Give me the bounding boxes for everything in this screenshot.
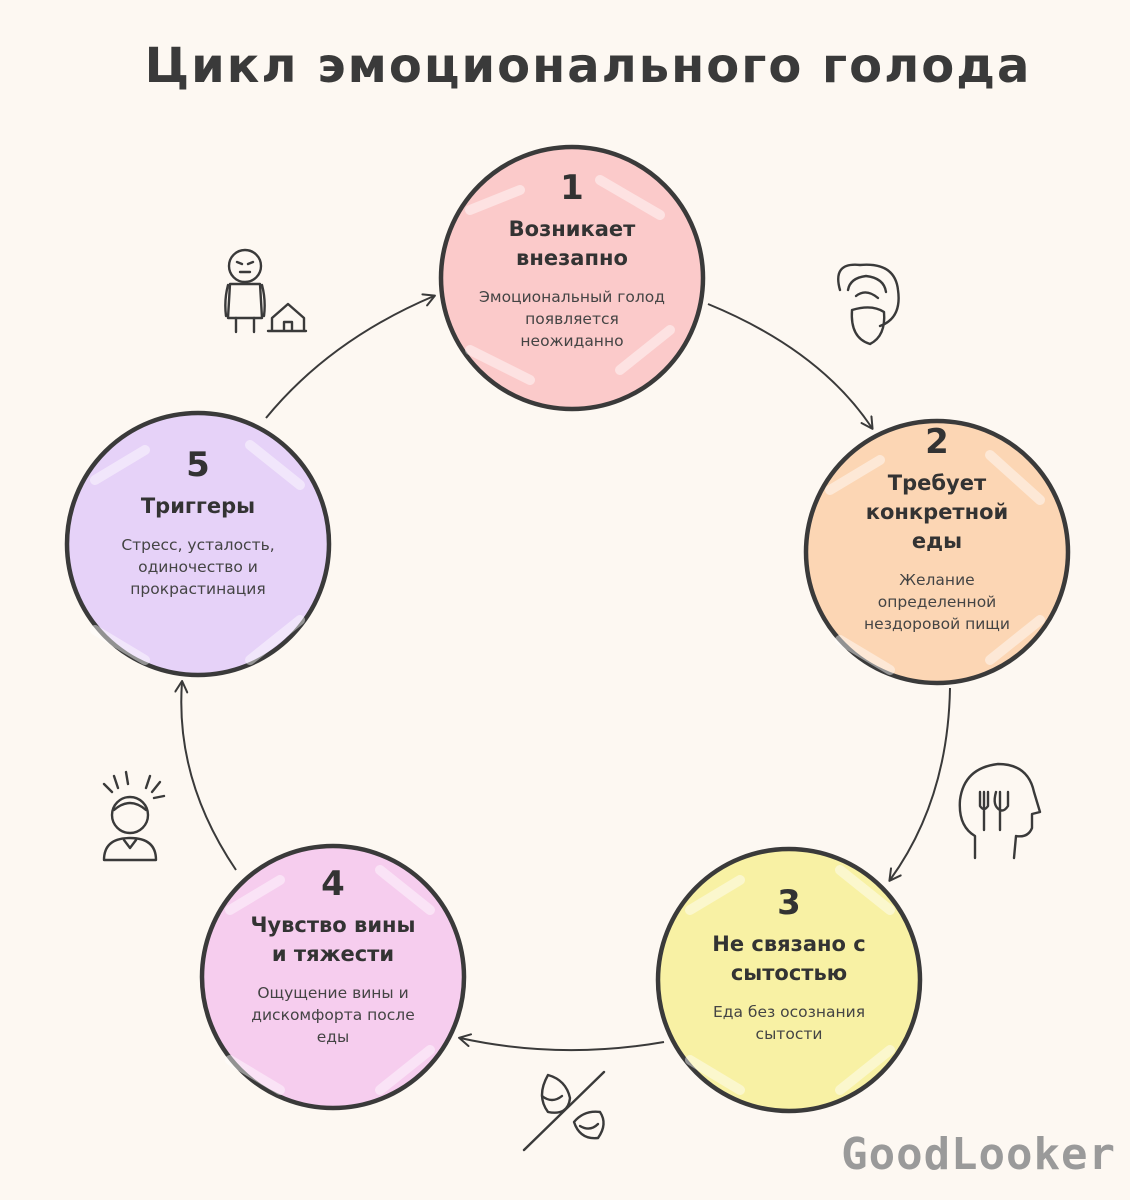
step-circle-1 bbox=[438, 144, 706, 412]
open-mouth-face-icon bbox=[837, 263, 900, 346]
step-circle-5 bbox=[64, 410, 332, 678]
step-circle-4 bbox=[199, 843, 467, 1111]
step-4: 4 Чувство вины и тяжести Ощущение вины и… bbox=[213, 864, 453, 1048]
step-1: 1 Возникает внезапно Эмоциональный голод… bbox=[452, 168, 692, 352]
step-2: 2 Требует конкретной еды Желание определ… bbox=[817, 422, 1057, 635]
step-description: Эмоциональный голод появляется неожиданн… bbox=[479, 288, 665, 350]
no-satiety-icon bbox=[522, 1070, 606, 1152]
arrow-4-to-5 bbox=[174, 680, 237, 871]
step-number: 2 bbox=[925, 422, 949, 462]
arrow-2-to-3 bbox=[888, 687, 951, 882]
step-number: 5 bbox=[186, 445, 210, 485]
arrow-5-to-1 bbox=[265, 293, 436, 419]
step-5: 5 Триггеры Стресс, усталость, одиночеств… bbox=[78, 445, 318, 600]
brand-logo: GoodLooker bbox=[841, 1129, 1116, 1180]
page-title: Цикл эмоционального голода bbox=[144, 38, 1032, 94]
step-number: 4 bbox=[321, 864, 345, 904]
step-description: Желание определенной нездоровой пищи bbox=[864, 571, 1010, 633]
arrow-3-to-4 bbox=[458, 1033, 665, 1052]
lonely-person-house-icon bbox=[224, 248, 308, 334]
step-title: Требует конкретной еды bbox=[865, 471, 1009, 554]
stressed-person-icon bbox=[102, 770, 166, 862]
step-description: Стресс, усталость, одиночество и прокрас… bbox=[121, 536, 275, 598]
step-title: Чувство вины и тяжести bbox=[250, 913, 416, 967]
step-title: Не связано с сытостью bbox=[712, 932, 866, 986]
step-number: 3 bbox=[777, 883, 801, 923]
step-circle-2 bbox=[803, 418, 1071, 686]
step-description: Еда без осознания сытости bbox=[712, 1003, 866, 1044]
step-circle-3 bbox=[655, 846, 923, 1114]
step-description: Ощущение вины и дискомфорта после еды bbox=[251, 984, 415, 1046]
head-fork-knife-icon bbox=[958, 762, 1042, 860]
step-title: Возникает внезапно bbox=[508, 217, 636, 271]
step-3: 3 Не связано с сытостью Еда без осознани… bbox=[669, 883, 909, 1046]
step-title: Триггеры bbox=[140, 494, 256, 519]
arrow-1-to-2 bbox=[707, 303, 874, 430]
step-number: 1 bbox=[560, 168, 584, 208]
